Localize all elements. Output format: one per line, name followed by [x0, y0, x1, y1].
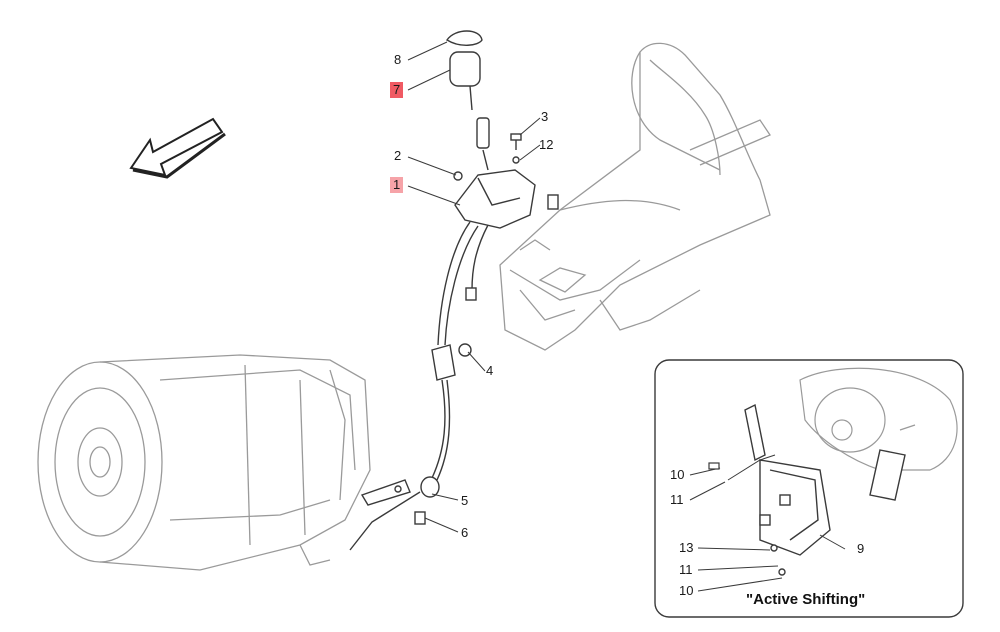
part-label-5[interactable]: 5: [461, 493, 469, 508]
part-label-13[interactable]: 13: [679, 540, 694, 555]
part-label-7[interactable]: 7: [390, 82, 404, 98]
part-label-10-bottom[interactable]: 10: [679, 583, 694, 598]
direction-arrow-icon: [129, 117, 226, 179]
paddle-shifter-right: [869, 449, 906, 501]
part-label-12[interactable]: 12: [539, 137, 554, 152]
part-label-10-top[interactable]: 10: [670, 467, 685, 482]
transmission: [37, 354, 371, 571]
part-label-11-bottom[interactable]: 11: [679, 562, 693, 577]
part-label-4[interactable]: 4: [486, 363, 494, 378]
paddle-bracket: [759, 459, 831, 556]
part-label-8[interactable]: 8: [394, 52, 402, 67]
inset-active-shifting: [654, 359, 964, 618]
part-label-1[interactable]: 1: [390, 177, 404, 193]
part-label-3[interactable]: 3: [541, 109, 549, 124]
inset-title: "Active Shifting": [742, 591, 870, 608]
shift-knob-cap: [446, 30, 483, 46]
part-label-9[interactable]: 9: [857, 541, 865, 556]
part-label-2[interactable]: 2: [394, 148, 402, 163]
part-label-11-top[interactable]: 11: [670, 492, 684, 507]
cable-bracket: [360, 479, 426, 525]
center-console: [499, 42, 771, 351]
leader-lines: [407, 41, 541, 533]
shift-knob: [449, 51, 481, 87]
paddle-shifter-left: [744, 403, 766, 462]
gear-selector-assembly: [446, 30, 559, 229]
shifter-housing: [454, 169, 536, 229]
shift-cable: [349, 221, 489, 551]
part-label-6[interactable]: 6: [461, 525, 469, 540]
